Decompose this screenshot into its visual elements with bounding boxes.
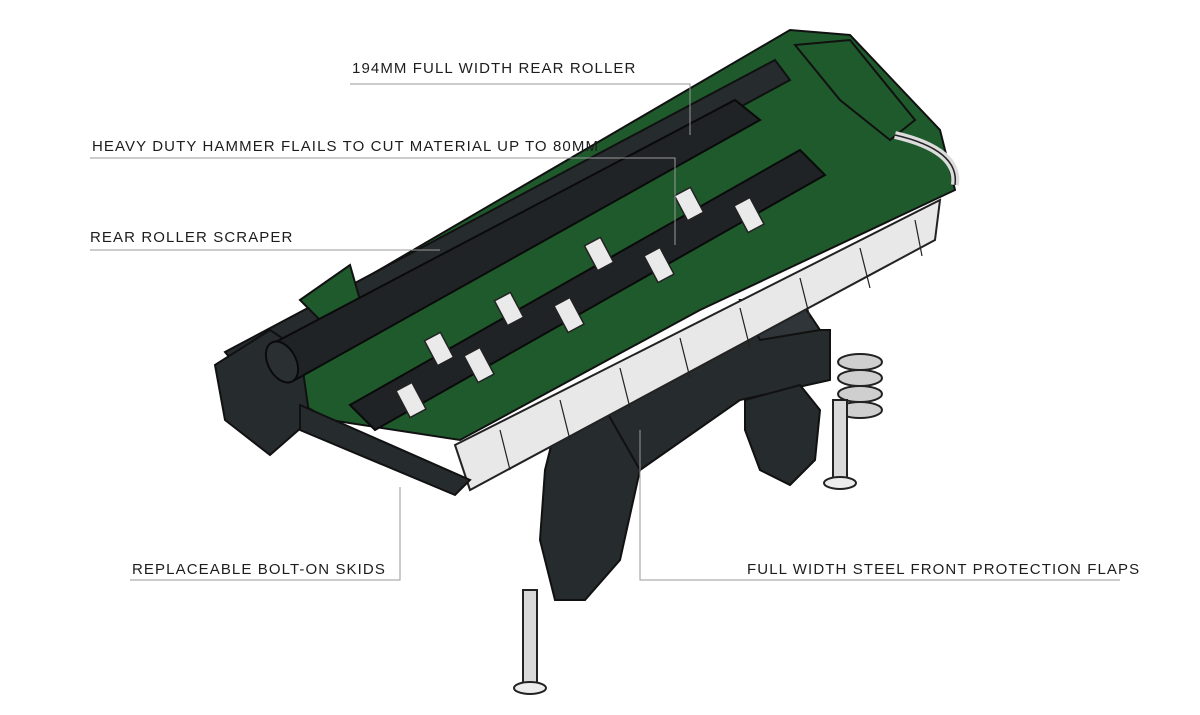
gearbox (744, 383, 822, 487)
leader-line-skids (130, 487, 401, 581)
spring-pack (837, 353, 883, 419)
parking-stand-front (513, 589, 547, 695)
callout-roller-scraper: REAR ROLLER SCRAPER (90, 229, 294, 246)
callout-hammer-flails: HEAVY DUTY HAMMER FLAILS TO CUT MATERIAL… (92, 138, 600, 155)
skid (299, 403, 472, 497)
callout-rear-roller: 194MM FULL WIDTH REAR ROLLER (352, 60, 637, 77)
front-protection-flaps (453, 198, 942, 492)
callout-skids: REPLACEABLE BOLT-ON SKIDS (132, 561, 386, 578)
rear-roller (264, 98, 762, 384)
leader-line-protection-flaps (639, 430, 1120, 581)
parking-stand-rear (823, 399, 857, 490)
leader-line-hammer-flails (90, 157, 676, 245)
leader-line-rear-roller (350, 83, 691, 135)
hammer-flails (394, 186, 766, 419)
callout-protection-flaps: FULL WIDTH STEEL FRONT PROTECTION FLAPS (747, 561, 1141, 578)
